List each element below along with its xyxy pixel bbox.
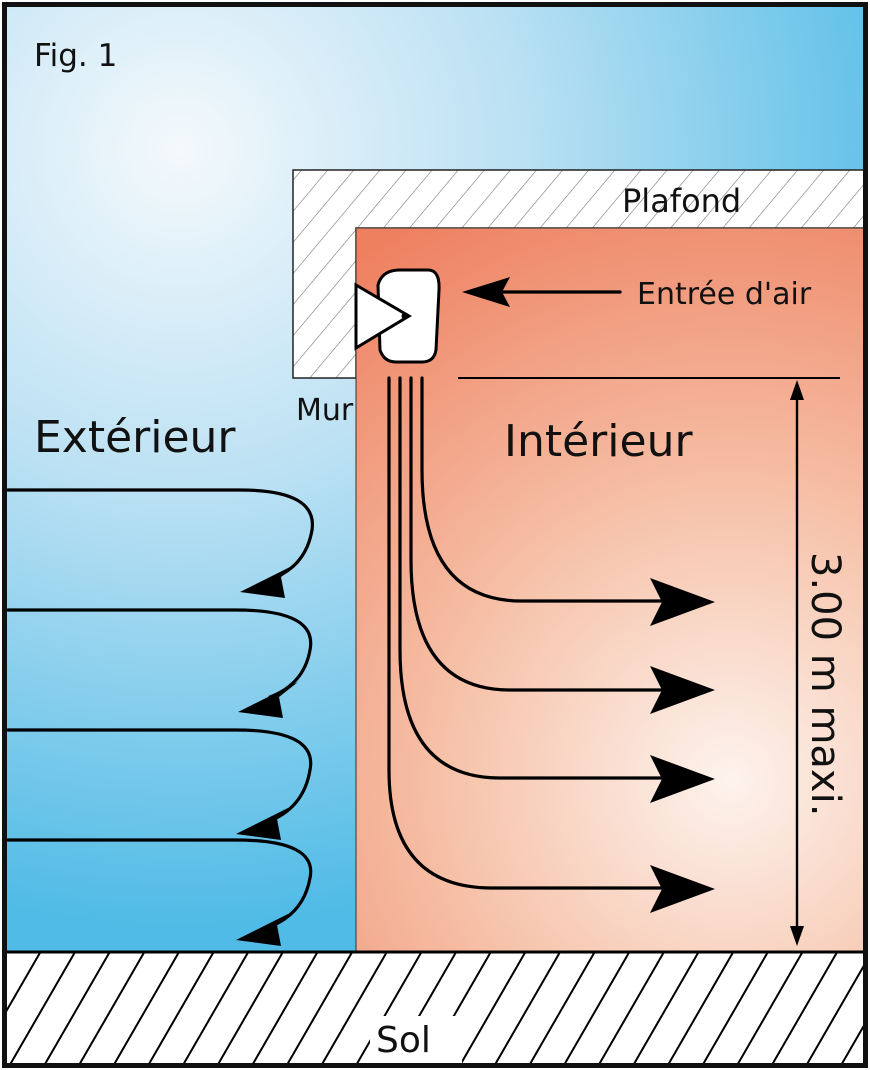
air-curtain-unit — [354, 268, 441, 364]
air-inlet-arrow — [462, 277, 622, 307]
max-height-label: 3.00 m maxi. — [802, 552, 848, 816]
height-dimension — [458, 377, 840, 946]
inside-label: Intérieur — [504, 416, 693, 467]
outdoor-airflow — [6, 488, 314, 946]
wall-label: Mur — [296, 393, 354, 428]
outside-label: Extérieur — [34, 412, 236, 463]
floor-label-bg — [370, 1016, 462, 1064]
ceiling-label: Plafond — [622, 182, 741, 220]
indoor-airflow — [387, 376, 715, 913]
floor-label: Sol — [376, 1020, 431, 1061]
figure-label: Fig. 1 — [34, 38, 117, 74]
air-inlet-label: Entrée d'air — [637, 277, 812, 312]
inside-area — [355, 227, 864, 953]
